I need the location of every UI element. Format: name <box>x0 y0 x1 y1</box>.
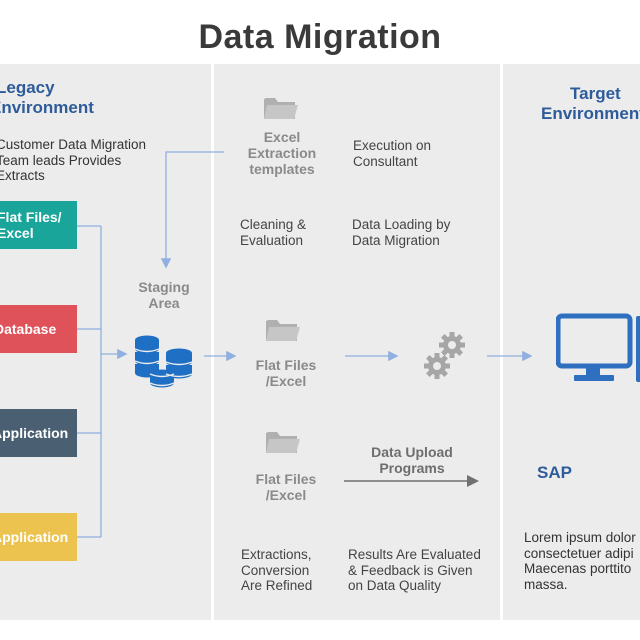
upload-programs-label: Data Upload Programs <box>352 444 472 476</box>
database-icon <box>134 335 193 388</box>
source-label: Excel <box>0 225 34 241</box>
results-line: Results Are Evaluated <box>348 547 481 562</box>
flat-files-line: Flat Files <box>255 357 317 373</box>
legacy-environment-title: Legacy Environment <box>0 78 94 118</box>
source-application-2: Application <box>0 513 77 561</box>
target-description-line: Maecenas porttito <box>524 561 632 576</box>
staging-area-label: Staging Area <box>124 279 204 311</box>
results-line: & Feedback is Given <box>348 562 473 578</box>
arrow-templates-to-staging <box>160 151 224 269</box>
excel-templates-line: Excel <box>263 129 301 145</box>
target-description-line: Lorem ipsum dolor <box>524 530 636 545</box>
legacy-title-line2: Environment <box>0 98 94 117</box>
execution-line: Execution on <box>353 138 432 153</box>
cleaning-line: Cleaning & <box>240 217 307 232</box>
extractions-line: Extractions, <box>241 547 312 562</box>
source-application-1: Application <box>0 409 77 457</box>
computer-icon <box>556 313 640 382</box>
flat-files-label-1: Flat Files /Excel <box>236 357 336 389</box>
execution-text: Execution on Consultant <box>353 138 431 169</box>
legacy-description-line: Customer Data Migration <box>0 137 147 152</box>
legacy-title-line1: Legacy <box>0 78 55 97</box>
excel-templates-line: templates <box>249 161 315 177</box>
excel-templates-label: Excel Extraction templates <box>232 129 332 177</box>
extractions-line: Are Refined <box>241 578 313 593</box>
source-bracket <box>77 225 102 538</box>
flat-files-line: Flat Files <box>255 471 317 487</box>
target-title-line2: Environment <box>541 104 640 123</box>
extractions-line: Conversion <box>241 562 310 578</box>
folder-icon <box>266 432 300 453</box>
upload-programs-line: Programs <box>379 460 445 476</box>
flat-files-label-2: Flat Files /Excel <box>236 471 336 503</box>
results-text: Results Are Evaluated & Feedback is Give… <box>348 547 481 594</box>
target-environment-panel <box>503 64 640 620</box>
folder-icon <box>266 320 300 341</box>
flat-files-line: /Excel <box>265 373 307 389</box>
loading-text: Data Loading by Data Migration <box>352 217 450 248</box>
target-description-line: massa. <box>524 576 568 592</box>
loading-line: Data Loading by <box>352 217 451 232</box>
source-label: Database <box>0 321 57 337</box>
source-database: Database <box>0 305 77 353</box>
extractions-text: Extractions, Conversion Are Refined <box>241 547 312 594</box>
target-title-line1: Target <box>570 84 621 103</box>
staging-line: Area <box>148 295 180 311</box>
loading-line: Data Migration <box>352 232 440 248</box>
execution-line: Consultant <box>353 153 418 169</box>
page-title: Data Migration <box>198 18 442 56</box>
target-description-line: consectetuer adipi <box>524 545 634 561</box>
folder-icon <box>264 98 298 119</box>
sap-label: SAP <box>537 463 572 482</box>
legacy-description-line: Team leads Provides <box>0 152 122 168</box>
cleaning-text: Cleaning & Evaluation <box>240 217 306 248</box>
gears-icon <box>424 332 465 379</box>
target-description: Lorem ipsum dolor consectetuer adipi Mae… <box>524 530 640 592</box>
source-label: Application <box>0 425 69 441</box>
legacy-description: Customer Data Migration Team leads Provi… <box>0 137 146 184</box>
flat-files-line: /Excel <box>265 487 307 503</box>
cleaning-line: Evaluation <box>240 232 304 248</box>
source-label: Application <box>0 529 69 545</box>
results-line: on Data Quality <box>348 578 442 593</box>
source-label: Flat Files/ <box>0 209 62 225</box>
source-flat-files: Flat Files/ Excel <box>0 201 77 249</box>
target-environment-title: Target Environment <box>541 84 640 124</box>
legacy-description-line: Extracts <box>0 168 45 183</box>
staging-line: Staging <box>138 279 190 295</box>
upload-programs-line: Data Upload <box>371 444 453 460</box>
excel-templates-line: Extraction <box>247 145 317 161</box>
